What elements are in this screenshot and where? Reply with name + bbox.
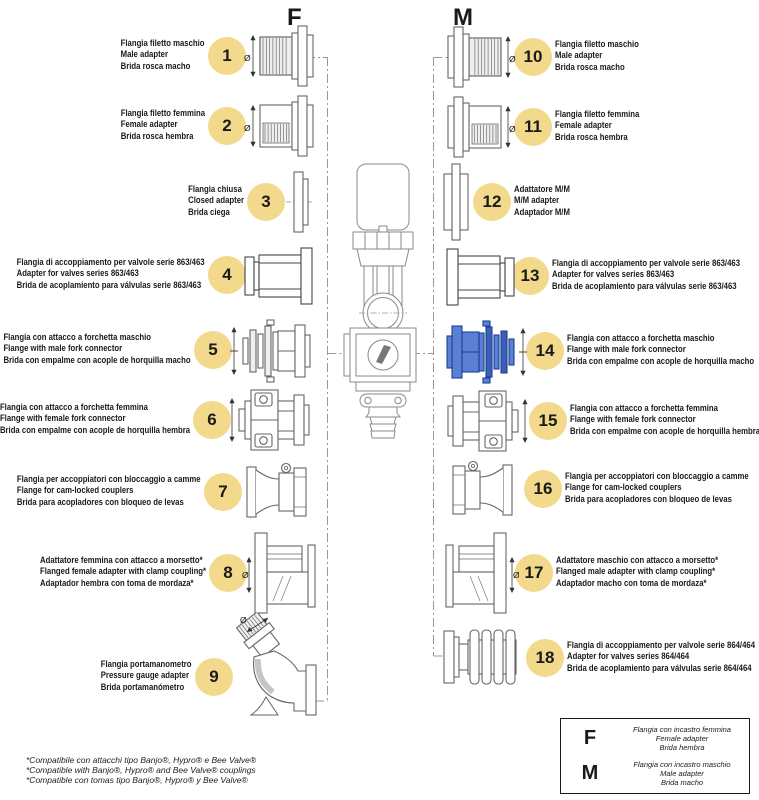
- item-number-badge: 17: [515, 554, 553, 592]
- item-description: Flangia di accoppiamento per valvole ser…: [16, 257, 205, 290]
- part-drawing-female-fork-connector-flange: [437, 389, 531, 453]
- svg-text:Ø: Ø: [509, 54, 516, 64]
- legend-row-m: M Flangia con incastro maschio Male adap…: [561, 760, 749, 788]
- legend-letter-m: M: [581, 761, 599, 784]
- part-drawing-clamp-coupling-male-adapter: Ø: [437, 531, 519, 615]
- column-m-header: M: [453, 4, 473, 31]
- part-drawing-cam-lock-coupler-flange: [437, 458, 521, 522]
- item-number-badge: 3: [247, 183, 285, 221]
- part-drawing-valve-series-864-464-adapter: [437, 625, 527, 689]
- part-drawing-valve-series-863-463-adapter: [240, 245, 322, 307]
- part-drawing-female-threaded-adapter: Ø: [437, 94, 517, 160]
- item-number-badge: 2: [208, 107, 246, 145]
- part-drawing-male-threaded-adapter: Ø: [437, 24, 517, 90]
- item-number-badge: 15: [529, 402, 567, 440]
- item-description: Flangia di accoppiamento per valvole ser…: [567, 640, 756, 673]
- valve-illustration: [343, 163, 417, 439]
- item-description: Flangia per accoppiatori con bloccaggio …: [565, 471, 749, 504]
- svg-text:Ø: Ø: [509, 124, 516, 134]
- item-description: Adattatore femmina con attacco a morsett…: [39, 555, 206, 588]
- item-number-badge: 12: [473, 183, 511, 221]
- item-number-badge: 4: [208, 256, 246, 294]
- part-drawing-male-threaded-adapter: Ø: [244, 23, 324, 89]
- item-description: Adattatore maschio con attacco a morsett…: [556, 555, 719, 588]
- item-number-badge: 7: [204, 473, 242, 511]
- legend-description-f: Flangia con incastro femmina Female adap…: [633, 724, 731, 753]
- part-drawing-female-fork-connector-flange: [226, 388, 320, 452]
- svg-text:Ø: Ø: [242, 570, 249, 580]
- legend-letter-f: F: [583, 726, 597, 749]
- part-drawing-valve-series-863-463-adapter: [437, 246, 519, 308]
- legend-description-m: Flangia con incastro maschio Male adapte…: [633, 759, 731, 788]
- item-number-badge: 8: [209, 554, 247, 592]
- part-drawing-pressure-gauge-adapter: Ø: [222, 613, 322, 719]
- legend-row-f: F Flangia con incastro femmina Female ad…: [561, 725, 749, 753]
- svg-text:Ø: Ø: [244, 123, 251, 133]
- svg-text:Ø: Ø: [240, 615, 247, 625]
- item-number-badge: 18: [526, 639, 564, 677]
- footnote-line: *Compatibile con attacchi tipo Banjo®, H…: [26, 755, 257, 765]
- item-number-badge: 6: [193, 401, 231, 439]
- svg-text:Ø: Ø: [244, 53, 251, 63]
- item-number-badge: 9: [195, 658, 233, 696]
- item-description: Flangia di accoppiamento per valvole ser…: [552, 258, 741, 291]
- part-drawing-closed-adapter: [286, 170, 316, 234]
- item-number-badge: 5: [194, 331, 232, 369]
- part-drawing-clamp-coupling-female-adapter: Ø: [242, 531, 324, 615]
- item-number-badge: 14: [526, 332, 564, 370]
- item-number-badge: 16: [524, 470, 562, 508]
- item-description: Flangia per accoppiatori con bloccaggio …: [17, 474, 201, 507]
- svg-text:Ø: Ø: [513, 570, 519, 580]
- column-f-header: F: [287, 4, 302, 31]
- footnote-line: *Compatible with Banjo®, Hypro® and Bee …: [26, 765, 256, 775]
- part-drawing-male-fork-connector-flange: [437, 320, 529, 384]
- footnotes: *Compatibile con attacchi tipo Banjo®, H…: [26, 755, 256, 785]
- part-drawing-male-fork-connector-flange: [228, 319, 320, 383]
- legend-box: F Flangia con incastro femmina Female ad…: [560, 718, 750, 794]
- item-number-badge: 1: [208, 37, 246, 75]
- part-drawing-cam-lock-coupler-flange: [238, 460, 322, 524]
- footnote-line: *Compatible con tomas tipo Banjo®, Hypro…: [26, 775, 248, 785]
- item-number-badge: 11: [514, 108, 552, 146]
- part-drawing-female-threaded-adapter: Ø: [244, 93, 324, 159]
- part-drawing-male-male-adapter: [440, 163, 472, 241]
- item-number-badge: 10: [514, 38, 552, 76]
- item-number-badge: 13: [511, 257, 549, 295]
